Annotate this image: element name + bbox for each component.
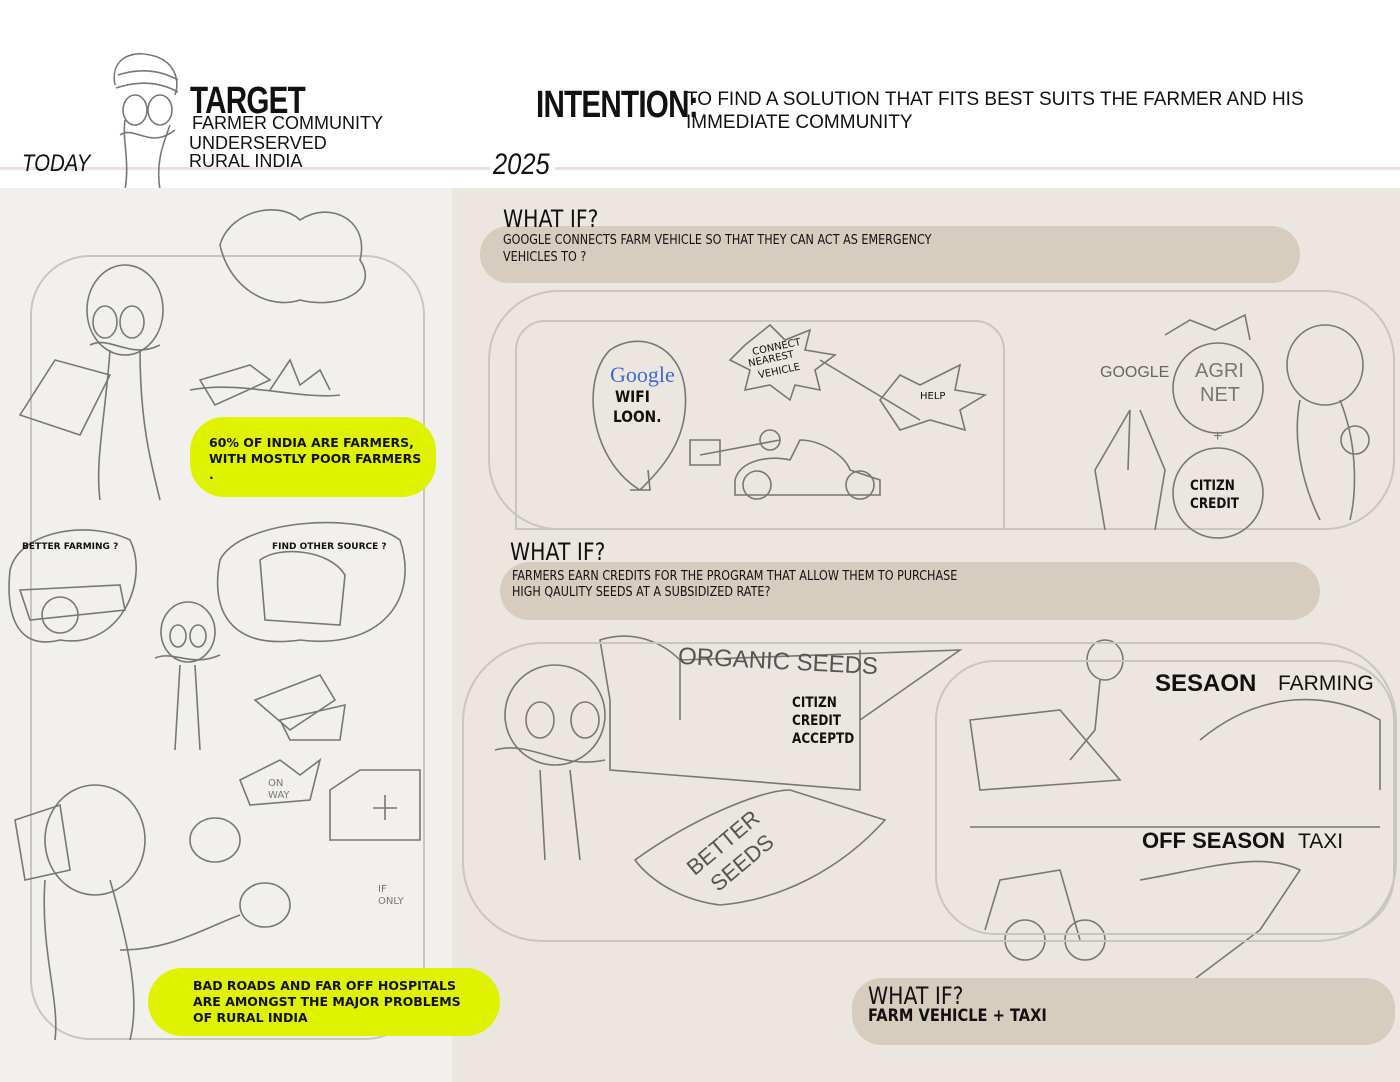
plus-sign: +	[1213, 428, 1223, 445]
fact-line: .	[209, 467, 214, 482]
today-label: TODAY	[22, 150, 91, 177]
intention-label: INTENTION:	[536, 84, 699, 126]
intention-text: TO FIND A SOLUTION THAT FITS BEST SUITS …	[686, 89, 1304, 110]
timeline-divider-today	[0, 167, 490, 170]
thought-other-source: FIND OTHER SOURCE ?	[272, 542, 387, 552]
shop-board-text: ACCEPTD	[792, 731, 855, 747]
target-title: TARGET	[190, 80, 306, 122]
balloon-text: WIFI	[615, 387, 650, 406]
shop-board-text: CITIZN	[792, 695, 837, 711]
whatif-title: WHAT IF?	[510, 538, 606, 566]
thought-better-farming: BETTER FARMING ?	[22, 542, 119, 552]
target-line: UNDERSERVED	[189, 133, 327, 153]
whatif-title: WHAT IF?	[868, 982, 964, 1010]
fact-line: OF RURAL INDIA	[193, 1010, 308, 1025]
whatif-text: FARMERS EARN CREDITS FOR THE PROGRAM THA…	[512, 569, 958, 584]
google-scene-box	[515, 320, 1005, 530]
whatif-text: VEHICLES TO ?	[503, 250, 587, 265]
target-line: RURAL INDIA	[189, 151, 303, 171]
agri-net-label: AGRI	[1195, 360, 1244, 382]
whatif-pill-google	[480, 226, 1300, 283]
whatif-pill-credits	[500, 562, 1320, 620]
help-burst-text: HELP	[920, 391, 946, 402]
whatif-text: GOOGLE CONNECTS FARM VEHICLE SO THAT THE…	[503, 233, 932, 248]
off-season-label-bold: OFF SEASON	[1142, 828, 1286, 853]
whatif-title: WHAT IF?	[503, 205, 599, 233]
whatif-text: HIGH QAULITY SEEDS AT A SUBSIDIZED RATE?	[512, 585, 771, 600]
citizn-credit-label: CITIZN	[1190, 478, 1235, 494]
on-way-label: WAY	[268, 790, 290, 801]
balloon-text: LOON.	[613, 407, 662, 426]
fact-line: BAD ROADS AND FAR OFF HOSPITALS	[193, 978, 457, 993]
credit-scenario-frame	[462, 642, 1397, 942]
fact-line: WITH MOSTLY POOR FARMERS	[209, 451, 422, 466]
season-label-bold: SESAON	[1155, 670, 1257, 697]
timeline-divider-2025	[555, 167, 1400, 170]
fact-line: ARE AMONGST THE MAJOR PROBLEMS	[193, 994, 461, 1009]
whatif-pill-vehicle	[852, 978, 1395, 1045]
shop-board-text: CREDIT	[792, 713, 842, 729]
citizn-credit-label: CREDIT	[1190, 496, 1240, 512]
if-only-label: ONLY	[378, 896, 404, 907]
intention-text: IMMEDIATE COMMUNITY	[686, 112, 913, 133]
google-logo: Google	[610, 362, 675, 387]
year-label: 2025	[493, 148, 550, 181]
if-only-label: IF	[378, 884, 387, 895]
agri-net-label: NET	[1200, 384, 1240, 406]
season-label: FARMING	[1278, 672, 1374, 695]
fact-bubble-farmers: 60% OF INDIA ARE FARMERS, WITH MOSTLY PO…	[190, 417, 436, 497]
vehicle-scenario-frame	[935, 660, 1395, 935]
on-way-label: ON	[268, 778, 284, 789]
whatif-text: FARM VEHICLE + TAXI	[868, 1006, 1047, 1026]
fact-line: 60% OF INDIA ARE FARMERS,	[209, 435, 414, 450]
fact-bubble-roads: BAD ROADS AND FAR OFF HOSPITALS ARE AMON…	[148, 968, 500, 1036]
target-line: FARMER COMMUNITY	[192, 113, 383, 133]
google-sketch-label: GOOGLE	[1100, 364, 1170, 381]
header	[0, 0, 1400, 188]
off-season-label: TAXI	[1298, 830, 1344, 853]
today-storyboard-frame	[30, 255, 425, 1040]
